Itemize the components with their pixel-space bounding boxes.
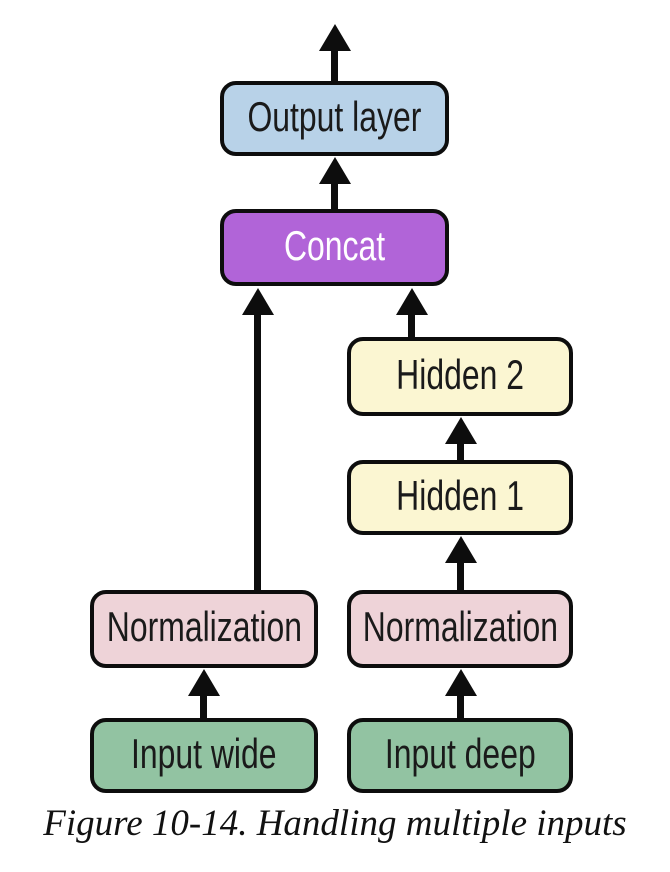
arrow-up-head-icon [445,669,477,696]
node-output-layer-label: Output layer [247,92,422,140]
node-hidden-1-label: Hidden 1 [396,471,524,519]
arrow-up-head-icon [445,417,477,444]
arrow-up-head-icon [319,157,351,184]
arrow-shaft [200,693,207,720]
node-normalization-right: Normalization [347,590,573,668]
node-input-wide: Input wide [90,718,318,793]
node-normalization-left-label: Normalization [106,603,302,650]
arrow-shaft [457,441,464,462]
arrow-up-head-icon [319,24,351,51]
node-concat: Concat [220,209,449,286]
arrow-shaft [457,693,464,720]
node-hidden-1: Hidden 1 [347,460,573,535]
node-hidden-2: Hidden 2 [347,337,573,416]
figure-caption: Figure 10-14. Handling multiple inputs [43,803,627,844]
node-normalization-left: Normalization [90,590,318,668]
arrow-shaft [331,181,338,210]
arrow-shaft [331,48,338,82]
arrow-up-head-icon [445,536,477,563]
node-output-layer: Output layer [220,81,449,156]
node-input-deep-label: Input deep [384,729,536,777]
arrow-up-head-icon [188,669,220,696]
arrow-up-head-icon [242,288,274,315]
node-input-deep: Input deep [347,718,573,793]
node-hidden-2-label: Hidden 2 [396,350,524,398]
arrow-up-head-icon [396,288,428,315]
arrow-shaft [457,560,464,592]
arrow-shaft [408,312,415,339]
arrow-shaft [254,312,261,592]
node-input-wide-label: Input wide [131,729,277,777]
node-concat-label: Concat [283,221,386,269]
node-normalization-right-label: Normalization [362,603,558,650]
